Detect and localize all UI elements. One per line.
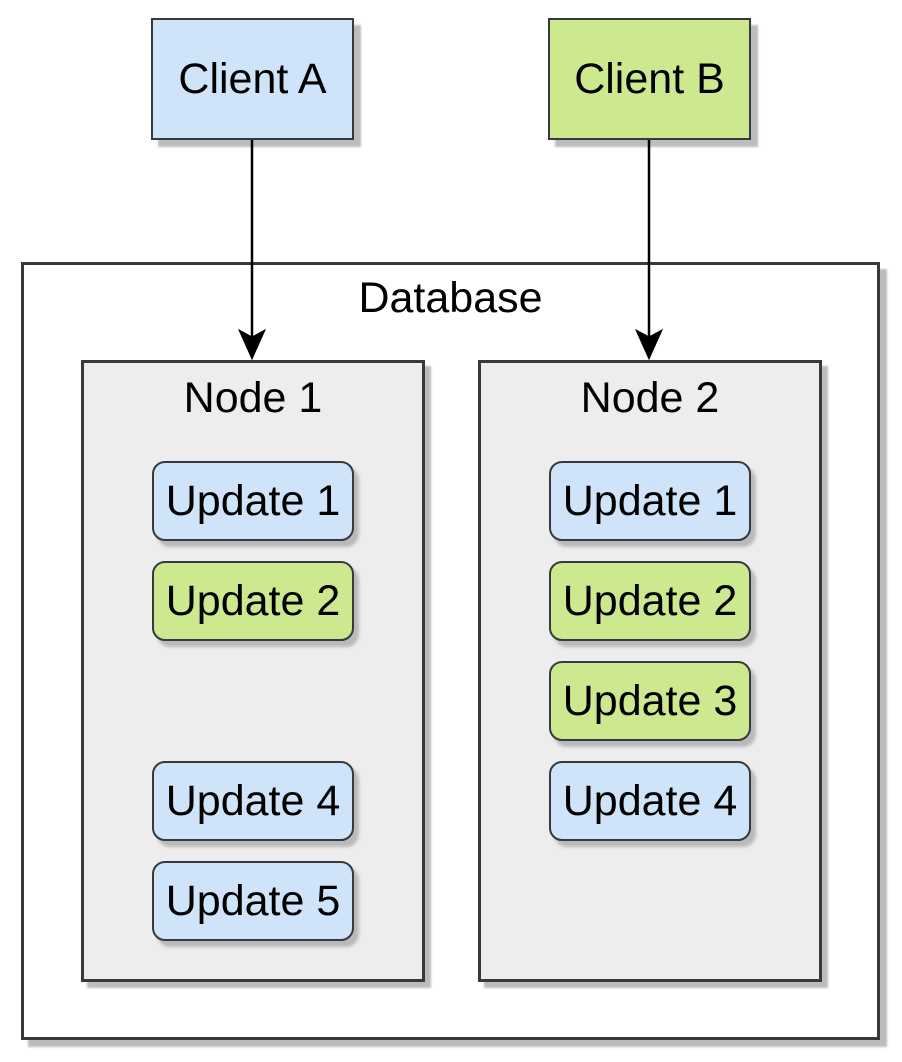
node-1-container: Node 1 Update 1 Update 2 Update 4 Update… [81, 360, 425, 982]
node-2-update-1-chip: Update 1 [549, 461, 751, 541]
node-2-container: Node 2 Update 1 Update 2 Update 3 Update… [478, 360, 822, 982]
client-a-label: Client A [178, 54, 327, 103]
node-2-update-3-label: Update 3 [562, 676, 738, 725]
node-1-update-4-chip: Update 4 [152, 761, 354, 841]
node-2-update-2-label: Update 2 [562, 576, 738, 625]
node-1-update-1-label: Update 1 [165, 476, 341, 525]
node-1-update-1-chip: Update 1 [152, 461, 354, 541]
node-1-update-5-chip: Update 5 [152, 861, 354, 941]
node-1-label: Node 1 [183, 374, 323, 422]
database-label: Database [358, 274, 543, 322]
node-2-update-4-label: Update 4 [562, 776, 738, 825]
node-1-update-4-label: Update 4 [165, 776, 341, 825]
node-2-label: Node 2 [580, 374, 720, 422]
node-2-update-3-chip: Update 3 [549, 661, 751, 741]
node-2-update-2-chip: Update 2 [549, 561, 751, 641]
node-2-update-1-label: Update 1 [562, 476, 738, 525]
node-2-update-4-chip: Update 4 [549, 761, 751, 841]
client-a-box: Client A [151, 18, 354, 140]
client-b-box: Client B [548, 18, 751, 140]
database-container: Database Node 1 Update 1 Update 2 Update… [21, 262, 880, 1040]
node-1-update-2-chip: Update 2 [152, 561, 354, 641]
client-b-label: Client B [574, 54, 725, 103]
node-1-update-2-label: Update 2 [165, 576, 341, 625]
node-1-update-5-label: Update 5 [165, 876, 341, 925]
